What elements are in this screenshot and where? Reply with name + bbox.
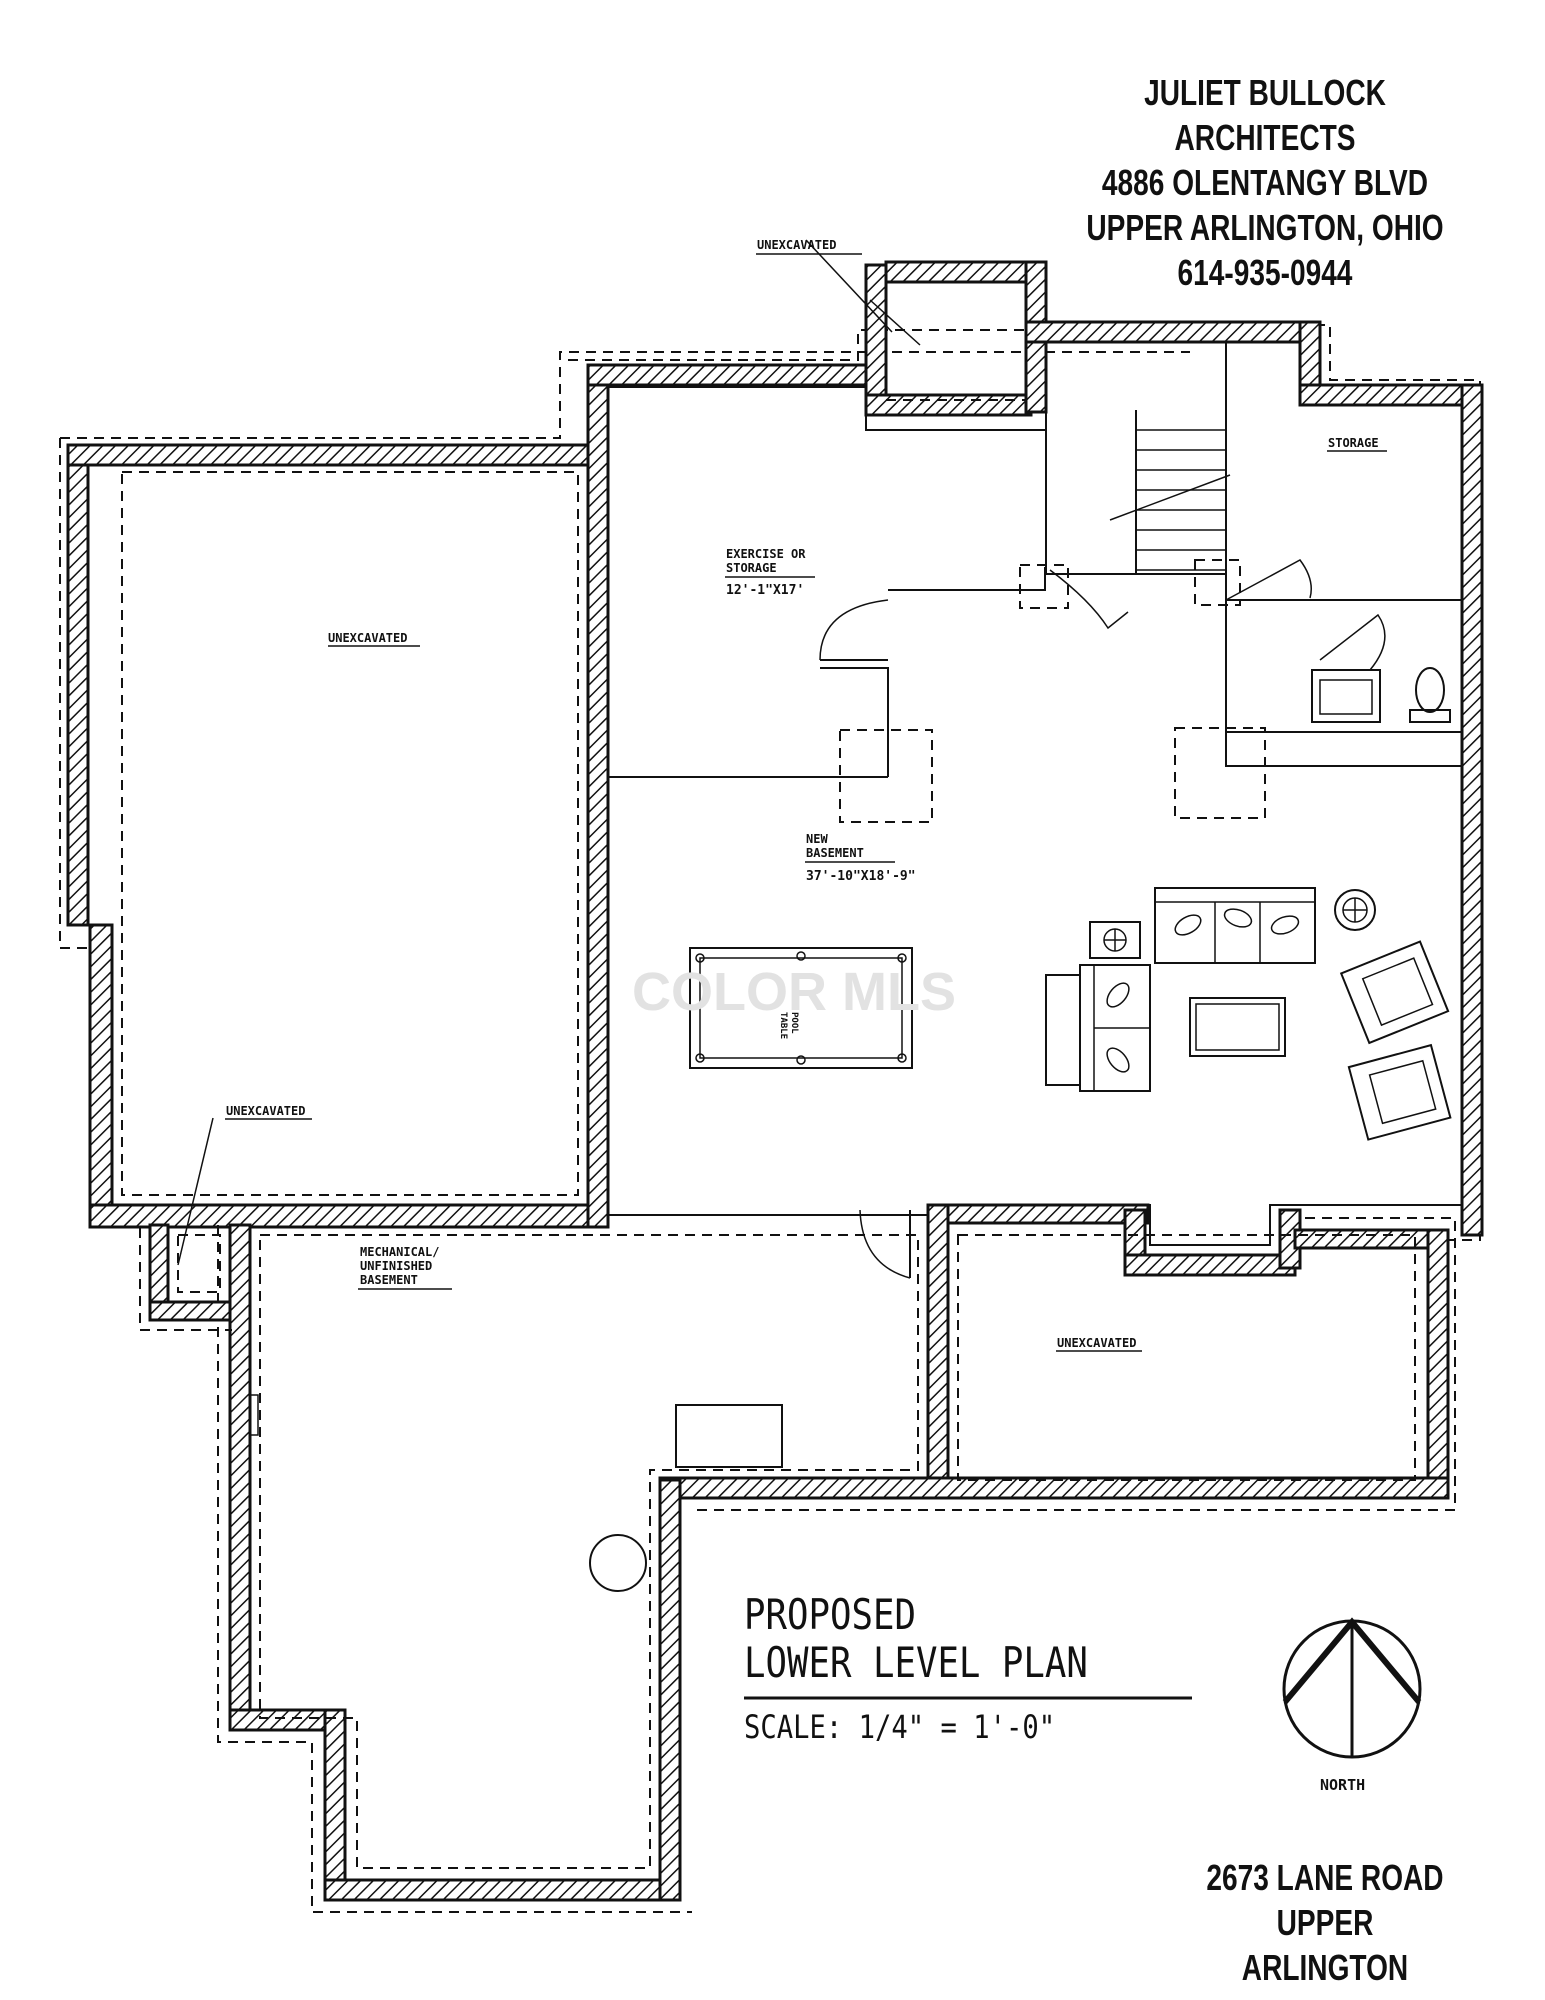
mech-step-vert-wall: [323, 1708, 347, 1892]
lower-walls: [658, 1203, 1456, 1511]
lower-right-top-wall: [1293, 1228, 1447, 1250]
room-label-exercise: EXERCISE OR: [726, 547, 806, 561]
architect-phone: 614-935-0944: [1177, 252, 1353, 293]
small-areaway-bottom: [148, 1300, 232, 1322]
mech-right-wall: [658, 1478, 682, 1902]
coffee-table: [1189, 997, 1286, 1057]
left-wall: [66, 443, 90, 927]
leader-line-top: [805, 239, 893, 333]
room-label-storage: STORAGE: [1328, 436, 1379, 450]
areaway-bottom-wall: [864, 393, 1033, 417]
room-label-unexcavated-lower-left: UNEXCAVATED: [226, 1104, 305, 1118]
armchair-2: [1347, 1043, 1452, 1141]
room-label-unexcavated-lower-right: UNEXCAVATED: [1057, 1336, 1136, 1350]
room-label-unexcavated-top: UNEXCAVATED: [757, 238, 836, 252]
mech-bottom-wall: [323, 1878, 682, 1902]
north-arrow: [1282, 1617, 1422, 1759]
left-lower-wall: [88, 923, 114, 1229]
stair-well-wall: [864, 263, 888, 407]
pool-label: POOL: [789, 1012, 799, 1034]
room-dims-exercise: 12'-1"X17': [726, 583, 804, 598]
basement-walls: [568, 260, 1484, 1241]
lower-right-wall: [1426, 1228, 1450, 1497]
east-wall: [1460, 383, 1484, 1237]
mechanical-area: [139, 1223, 919, 1913]
north-label: NORTH: [1320, 1776, 1365, 1794]
lower-center-wall: [926, 1203, 950, 1494]
room-label-mechanical-2: UNFINISHED: [360, 1259, 432, 1273]
architect-street: 4886 OLENTANGY BLVD: [1101, 162, 1429, 203]
exercise-door-swing: [819, 599, 889, 661]
room-label-exercise-2: STORAGE: [726, 561, 777, 575]
project-street: 2673 LANE ROAD: [1206, 1857, 1444, 1898]
top-wall-east: [1024, 320, 1318, 344]
room-label-basement-2: BASEMENT: [806, 846, 864, 860]
sectional-sofa: [1045, 887, 1316, 1092]
stair: [1019, 341, 1241, 630]
bathroom: [1174, 599, 1463, 819]
room-label-basement: NEW: [806, 832, 828, 846]
left-unexcavated-area: [59, 351, 1190, 1229]
basement-door-swing: [859, 1209, 911, 1279]
center-left-wall: [586, 383, 610, 1229]
floor-lamp: [1334, 889, 1376, 931]
room-label-mechanical: MECHANICAL/: [360, 1245, 439, 1259]
storage-room: [1225, 342, 1462, 601]
room-dims-basement: 37'-10"X18'-9": [806, 869, 916, 884]
lower-top-wall: [946, 1203, 1150, 1225]
left-top-wall: [66, 443, 590, 467]
room-label-mechanical-3: BASEMENT: [360, 1273, 418, 1287]
water-heater: [589, 1534, 647, 1592]
top-wall-far-east: [1298, 383, 1474, 407]
mech-left-wall: [228, 1223, 252, 1732]
leader-line-left: [177, 1117, 214, 1266]
project-city: UPPER ARLINGTON: [1241, 1902, 1409, 1988]
title-line-2: LOWER LEVEL PLAN: [744, 1638, 1088, 1687]
bay-bottom-wall: [1123, 1253, 1297, 1277]
areaway-top-wall: [884, 260, 1028, 284]
mech-equipment: [675, 1404, 783, 1468]
end-table: [1089, 921, 1141, 959]
architect-city: UPPER ARLINGTON, OHIO: [1086, 207, 1444, 248]
armchair-1: [1339, 940, 1450, 1045]
architect-name: JULIET BULLOCK ARCHITECTS: [1144, 72, 1386, 158]
scale-note: SCALE: 1/4" = 1'-0": [744, 1708, 1056, 1746]
architect-title-block: JULIET BULLOCK ARCHITECTS 4886 OLENTANGY…: [1074, 70, 1456, 295]
watermark: COLOR MLS: [632, 962, 956, 1022]
project-address: 2673 LANE ROAD UPPER ARLINGTON: [1196, 1855, 1453, 1990]
pool-table: [689, 947, 913, 1069]
pool-label-2: TABLE: [778, 1012, 788, 1039]
room-label-unexcavated-left: UNEXCAVATED: [328, 631, 407, 645]
top-wall-west: [586, 363, 868, 387]
title-line-1: PROPOSED: [744, 1590, 916, 1639]
